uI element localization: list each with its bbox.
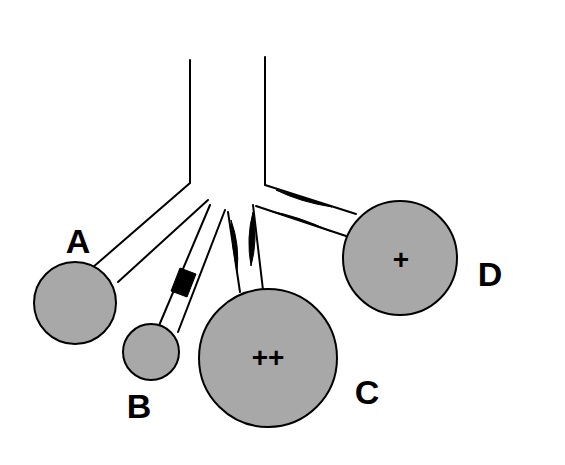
alveolus-circle: [123, 324, 179, 380]
bronchus-wall: [256, 206, 346, 236]
alveolus-circle: [199, 289, 337, 427]
alveolus-outline: [33, 261, 117, 345]
wall-thickening: [249, 212, 255, 266]
alveolus-node: A: [33, 261, 117, 345]
alveolus-node: ++C: [198, 288, 338, 428]
alveolus-label: A: [66, 224, 91, 258]
trachea-wall: [92, 60, 190, 268]
trachea-wall: [265, 57, 356, 214]
wall-thickening: [270, 211, 330, 231]
severity-mark: +: [393, 246, 409, 274]
alveolus-outline: [122, 323, 180, 381]
wall-thickening: [231, 220, 238, 272]
bronchus-wall: [228, 212, 240, 292]
alveolus-label: B: [127, 389, 152, 423]
alveolus-label: D: [478, 257, 503, 291]
mucus-plug: [171, 268, 196, 297]
alveolus-node: +D: [342, 200, 458, 316]
alveolus-circle: [343, 201, 457, 315]
alveolus-node: B: [122, 323, 180, 381]
alveolus-label: C: [355, 375, 380, 409]
severity-mark: ++: [252, 344, 285, 372]
alveolus-circle: [34, 262, 116, 344]
wall-thickening: [276, 190, 332, 207]
